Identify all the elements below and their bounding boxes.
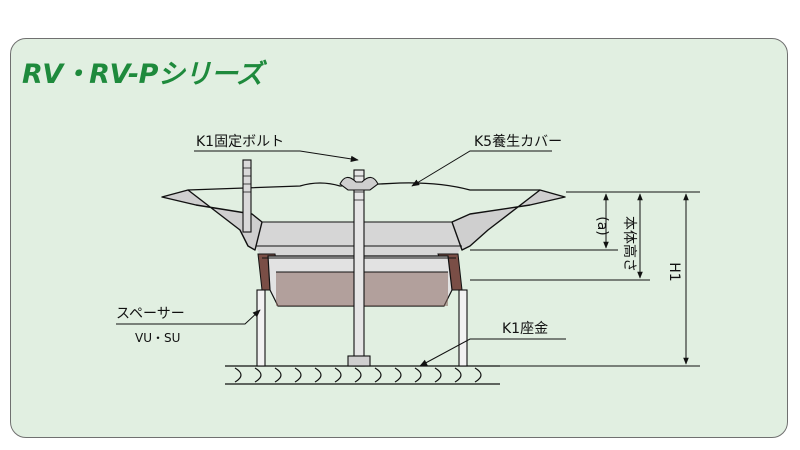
h1-label: H1 — [666, 262, 682, 281]
series-title: RV・RV-Pシリーズ — [22, 59, 263, 90]
protective-cover — [187, 182, 540, 191]
cover-label: K5養生カバー — [474, 133, 562, 150]
floor-slab — [225, 365, 500, 385]
dimension-a-label: (a) — [594, 216, 610, 236]
drain-body — [161, 189, 566, 307]
spacer-label: スペーサー — [116, 306, 185, 322]
fixing-bolt-label: K1固定ボルト — [196, 134, 284, 150]
leader-lines — [116, 150, 566, 367]
spacers — [256, 289, 468, 367]
body-height-label: 本体高さ — [621, 216, 638, 272]
washer-label: K1座金 — [502, 321, 548, 337]
fixing-bolts — [242, 159, 379, 367]
spacer-types-label: VU・SU — [135, 331, 180, 345]
dimension-lines — [470, 191, 700, 367]
